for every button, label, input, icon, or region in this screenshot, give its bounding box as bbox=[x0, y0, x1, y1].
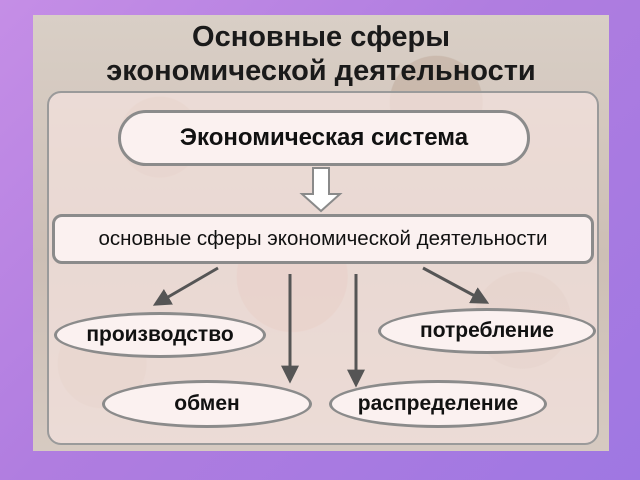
title-line-2: экономической деятельности bbox=[106, 55, 536, 87]
slide-title: Основные сферы экономической деятельност… bbox=[33, 20, 609, 88]
consumption-node: потребление bbox=[378, 308, 596, 354]
title-line-1: Основные сферы bbox=[192, 21, 450, 53]
main-spheres-label: основные сферы экономической деятельност… bbox=[98, 227, 548, 250]
economic-system-box: Экономическая система bbox=[118, 110, 530, 166]
exchange-label: обмен bbox=[174, 392, 240, 415]
production-node: производство bbox=[54, 312, 266, 358]
distribution-node: распределение bbox=[329, 380, 547, 428]
distribution-label: распределение bbox=[357, 392, 519, 415]
main-spheres-box: основные сферы экономической деятельност… bbox=[52, 214, 594, 264]
economic-system-label: Экономическая система bbox=[179, 124, 469, 151]
consumption-label: потребление bbox=[420, 319, 554, 342]
production-label: производство bbox=[86, 323, 234, 346]
exchange-node: обмен bbox=[102, 380, 312, 428]
